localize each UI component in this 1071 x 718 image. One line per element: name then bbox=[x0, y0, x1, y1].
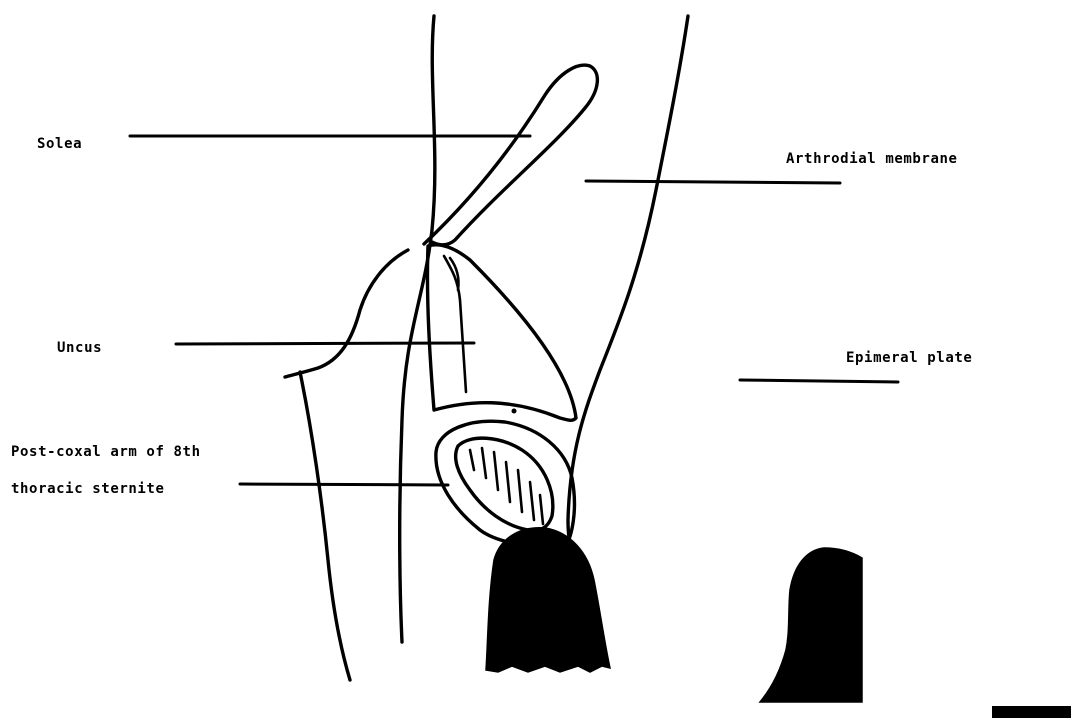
label-solea: Solea bbox=[37, 136, 82, 152]
uncus-outline bbox=[427, 245, 576, 421]
labels: Solea Arthrodial membrane Uncus Epimeral… bbox=[11, 136, 972, 497]
leader-uncus bbox=[176, 343, 474, 344]
label-epimeral-plate: Epimeral plate bbox=[846, 350, 972, 366]
leader-arthrodial-membrane bbox=[586, 181, 840, 183]
leader-post-coxal bbox=[240, 484, 448, 485]
small-dot bbox=[512, 409, 517, 414]
leader-epimeral-plate bbox=[740, 380, 898, 382]
label-post-coxal-line2: thoracic sternite bbox=[11, 481, 165, 497]
label-uncus: Uncus bbox=[57, 340, 102, 356]
label-post-coxal-line1: Post-coxal arm of 8th bbox=[11, 444, 201, 460]
leader-lines bbox=[130, 136, 898, 485]
right-solid-stump bbox=[760, 548, 862, 702]
scale-bar bbox=[992, 706, 1071, 718]
central-solid-stump bbox=[486, 528, 610, 672]
drawing-outlines bbox=[285, 16, 688, 680]
right-long-line bbox=[568, 16, 688, 550]
solid-shapes bbox=[486, 528, 1071, 718]
uncus-inner-stipple bbox=[444, 256, 466, 392]
label-arthrodial-membrane: Arthrodial membrane bbox=[786, 151, 958, 167]
solea-outline bbox=[424, 65, 597, 245]
left-outer-contour bbox=[285, 250, 408, 680]
